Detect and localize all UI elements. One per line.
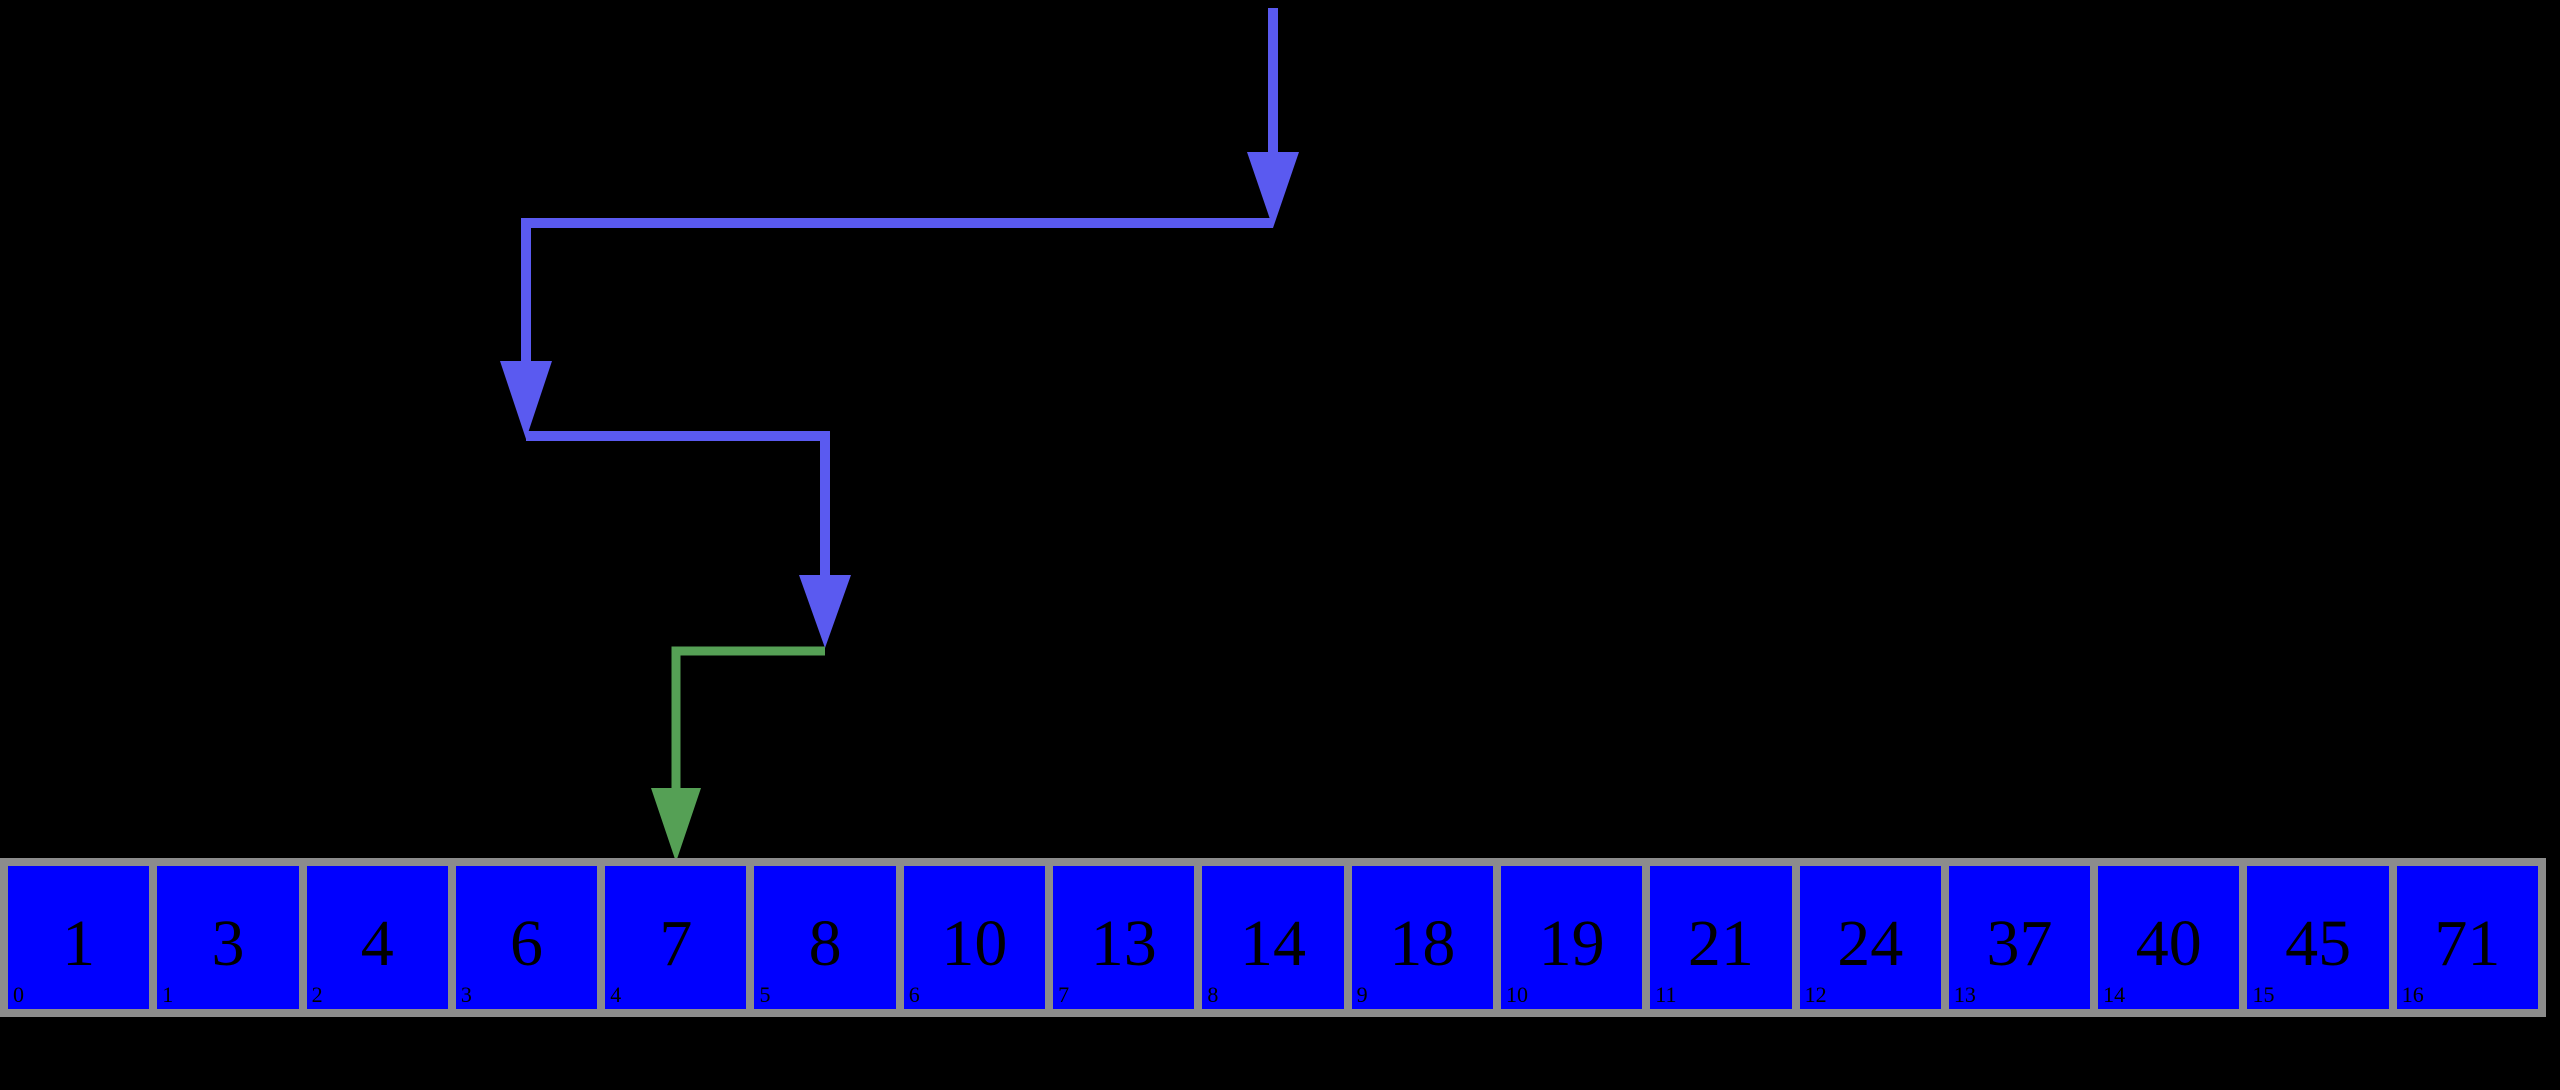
- cell-index: 9: [1356, 982, 1368, 1007]
- array-cell-6: 10 6: [903, 866, 1046, 1009]
- cell-value: 18: [1389, 906, 1456, 980]
- cell-index: 6: [908, 982, 920, 1007]
- probe-arrow-3-line: [526, 431, 830, 576]
- array-cell-0: 1 0: [8, 866, 150, 1009]
- probe-arrow-2-line: [521, 218, 1273, 362]
- cell-value: 14: [1240, 906, 1307, 980]
- cell-index: 16: [2401, 982, 2424, 1007]
- array-cell-1: 3 1: [157, 866, 299, 1009]
- array-cell-14: 40 14: [2098, 866, 2240, 1009]
- array-cell-10: 19 10: [1500, 866, 1643, 1009]
- cell-value: 4: [360, 906, 394, 980]
- cell-index: 0: [13, 982, 24, 1007]
- array-cell-12: 24 12: [1799, 866, 1941, 1009]
- array-cell-15: 45 15: [2247, 866, 2389, 1009]
- array-cell-8: 14 8: [1202, 866, 1344, 1009]
- array-cell-9: 18 9: [1351, 866, 1493, 1009]
- cell-value: 45: [2285, 906, 2352, 980]
- cell-index: 2: [311, 982, 323, 1007]
- array-cell-11: 21 11: [1650, 866, 1792, 1009]
- cell-value: 40: [2135, 906, 2202, 980]
- cell-index: 15: [2252, 982, 2275, 1007]
- cell-value: 6: [510, 906, 544, 980]
- array-cell-2: 4 2: [306, 866, 448, 1009]
- cell-index: 11: [1655, 982, 1677, 1007]
- sorted-array: 1 0 3 1 4 2 6 3 7 4 8 5 10 6 13 7: [0, 858, 2546, 1017]
- array-cell-7: 13 7: [1053, 866, 1195, 1009]
- cell-value: 21: [1687, 906, 1754, 980]
- probe-arrow-3-head-icon: [799, 575, 851, 648]
- array-cell-4: 7 4: [605, 866, 747, 1009]
- cell-value: 19: [1538, 906, 1605, 980]
- cell-index: 10: [1505, 982, 1528, 1007]
- cell-value: 8: [808, 906, 842, 980]
- found-arrow-head-icon: [651, 788, 701, 862]
- cell-index: 4: [610, 982, 622, 1007]
- cell-value: 7: [659, 906, 693, 980]
- cell-value: 71: [2434, 906, 2501, 980]
- array-cell-5: 8 5: [754, 866, 896, 1009]
- cell-index: 5: [759, 982, 771, 1007]
- array-cell-3: 6 3: [455, 866, 598, 1009]
- cell-value: 37: [1986, 906, 2053, 980]
- probe-arrow-2-head-icon: [500, 361, 552, 439]
- cell-value: 13: [1090, 906, 1157, 980]
- array-cell-16: 71 16: [2396, 866, 2539, 1009]
- cell-index: 14: [2103, 982, 2126, 1007]
- cell-index: 1: [162, 982, 174, 1007]
- found-arrow-line: [671, 646, 825, 789]
- cell-value: 10: [941, 906, 1008, 980]
- cell-index: 7: [1058, 982, 1070, 1007]
- array-cell-13: 37 13: [1948, 866, 2091, 1009]
- cell-index: 13: [1953, 982, 1976, 1007]
- cell-value: 3: [211, 906, 245, 980]
- cell-index: 8: [1207, 982, 1219, 1007]
- cell-index: 12: [1804, 982, 1827, 1007]
- cell-value: 1: [62, 906, 96, 980]
- probe-arrow-1-head-icon: [1247, 152, 1299, 228]
- cell-index: 3: [460, 982, 472, 1007]
- cell-value: 24: [1837, 906, 1904, 980]
